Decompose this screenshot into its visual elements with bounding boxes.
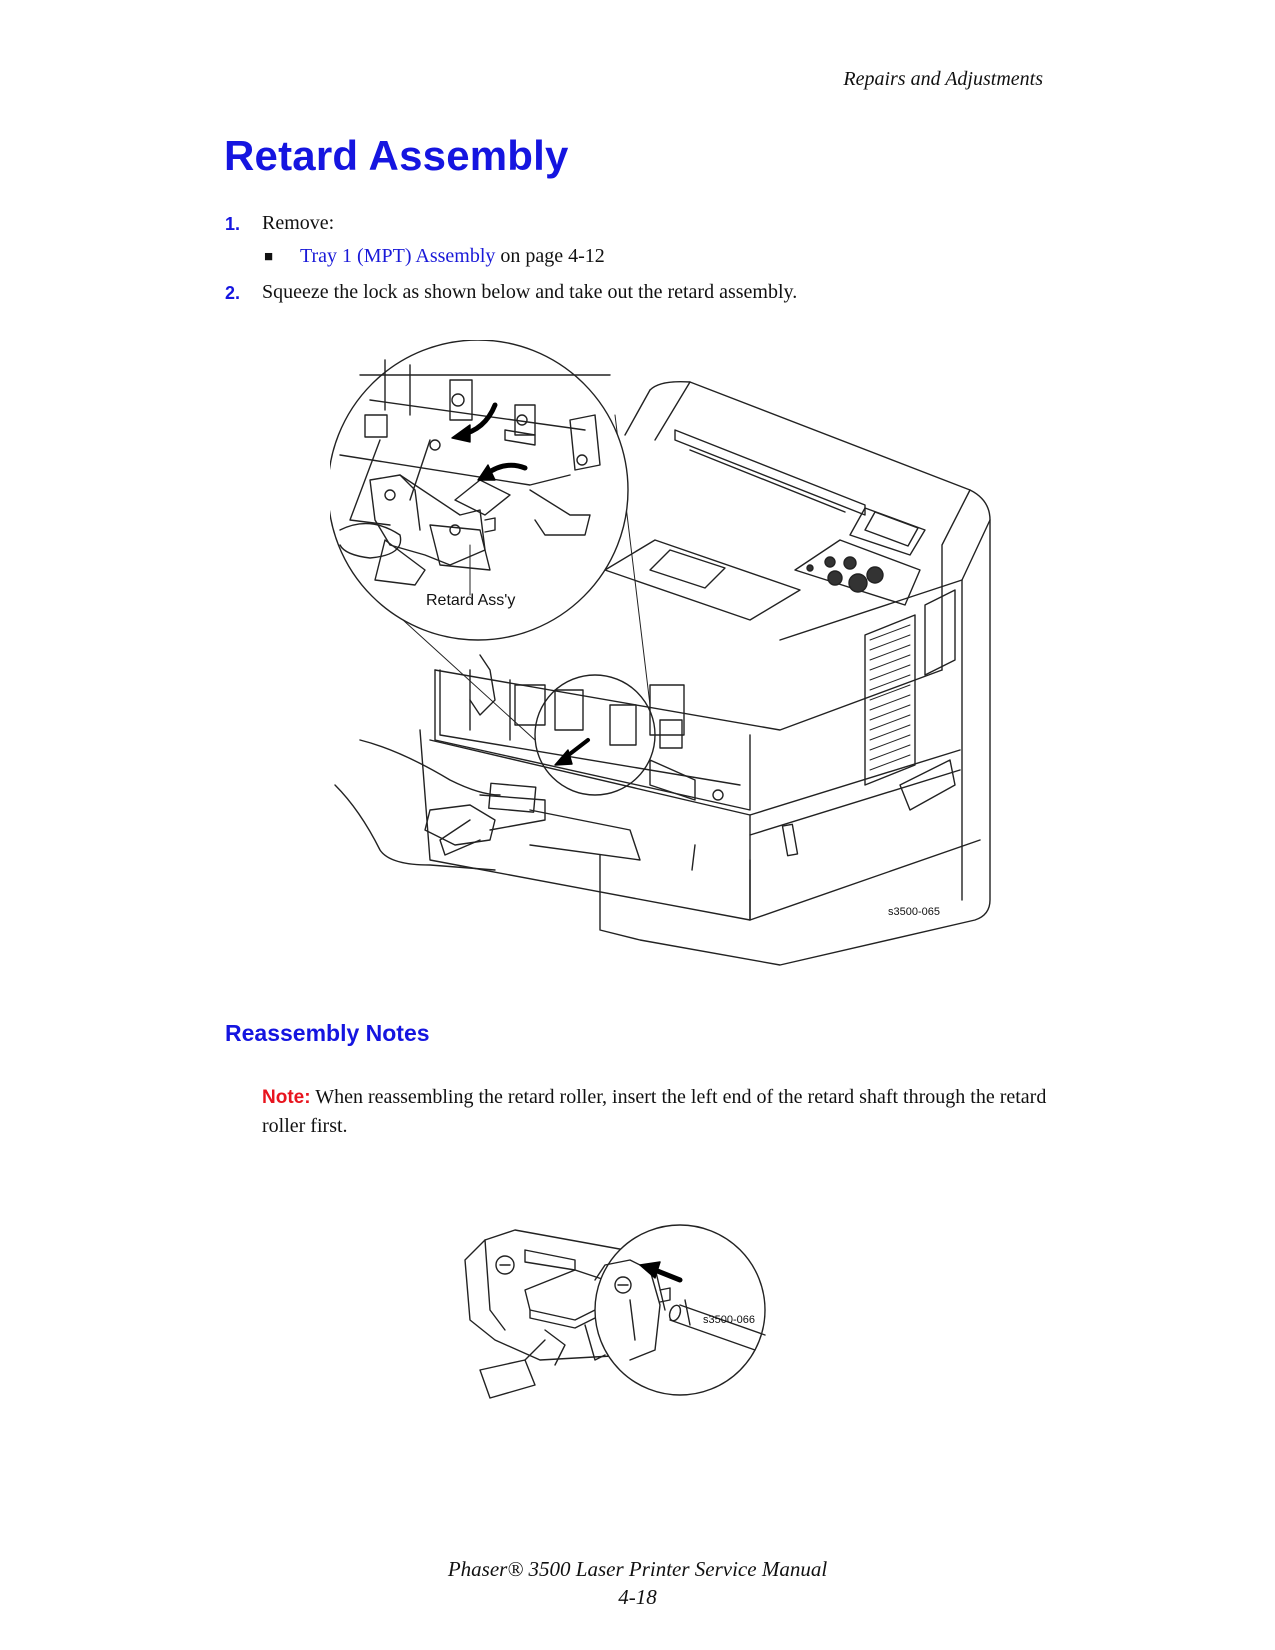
- shaft-detail-contents: [594, 1259, 766, 1361]
- step-2-text: Squeeze the lock as shown below and take…: [262, 281, 798, 303]
- step-1-text: Remove:: [262, 212, 335, 234]
- note-label: Note:: [262, 1087, 311, 1108]
- reassembly-notes-heading: Reassembly Notes: [225, 1020, 430, 1046]
- retard-assembly-removal-figure: Retard Ass'y s3500-065: [330, 340, 991, 966]
- magnified-detail-circle: [330, 340, 629, 641]
- retard-roller-reassembly-figure: s3500-066: [464, 1224, 766, 1399]
- step-2-number: 2.: [225, 283, 241, 303]
- page-number: 4-18: [618, 1585, 657, 1609]
- page-title: Retard Assembly: [224, 132, 569, 179]
- figure-2-id: s3500-066: [703, 1314, 755, 1326]
- substep-suffix: on page 4-12: [495, 245, 605, 267]
- reassembly-note: Note: When reassembling the retard rolle…: [262, 1083, 1082, 1140]
- running-header: Repairs and Adjustments: [843, 68, 1043, 90]
- bullet-icon: ■: [264, 249, 274, 265]
- page-footer: Phaser® 3500 Laser Printer Service Manua…: [0, 1555, 1275, 1611]
- printer-illustration: [419, 380, 991, 966]
- retard-assy-callout: Retard Ass'y: [426, 592, 515, 609]
- tray1-mpt-assembly-link[interactable]: Tray 1 (MPT) Assembly: [300, 245, 496, 267]
- manual-title: Phaser® 3500 Laser Printer Service Manua…: [447, 1557, 828, 1581]
- magnified-detail-contents: [339, 359, 611, 596]
- detail-origin-circle: [534, 674, 656, 796]
- substep-line: Tray 1 (MPT) Assembly on page 4-12: [300, 245, 605, 268]
- figure-1-id: s3500-065: [888, 906, 940, 918]
- step-1-number: 1.: [225, 214, 241, 234]
- note-text: When reassembling the retard roller, ins…: [262, 1086, 1047, 1137]
